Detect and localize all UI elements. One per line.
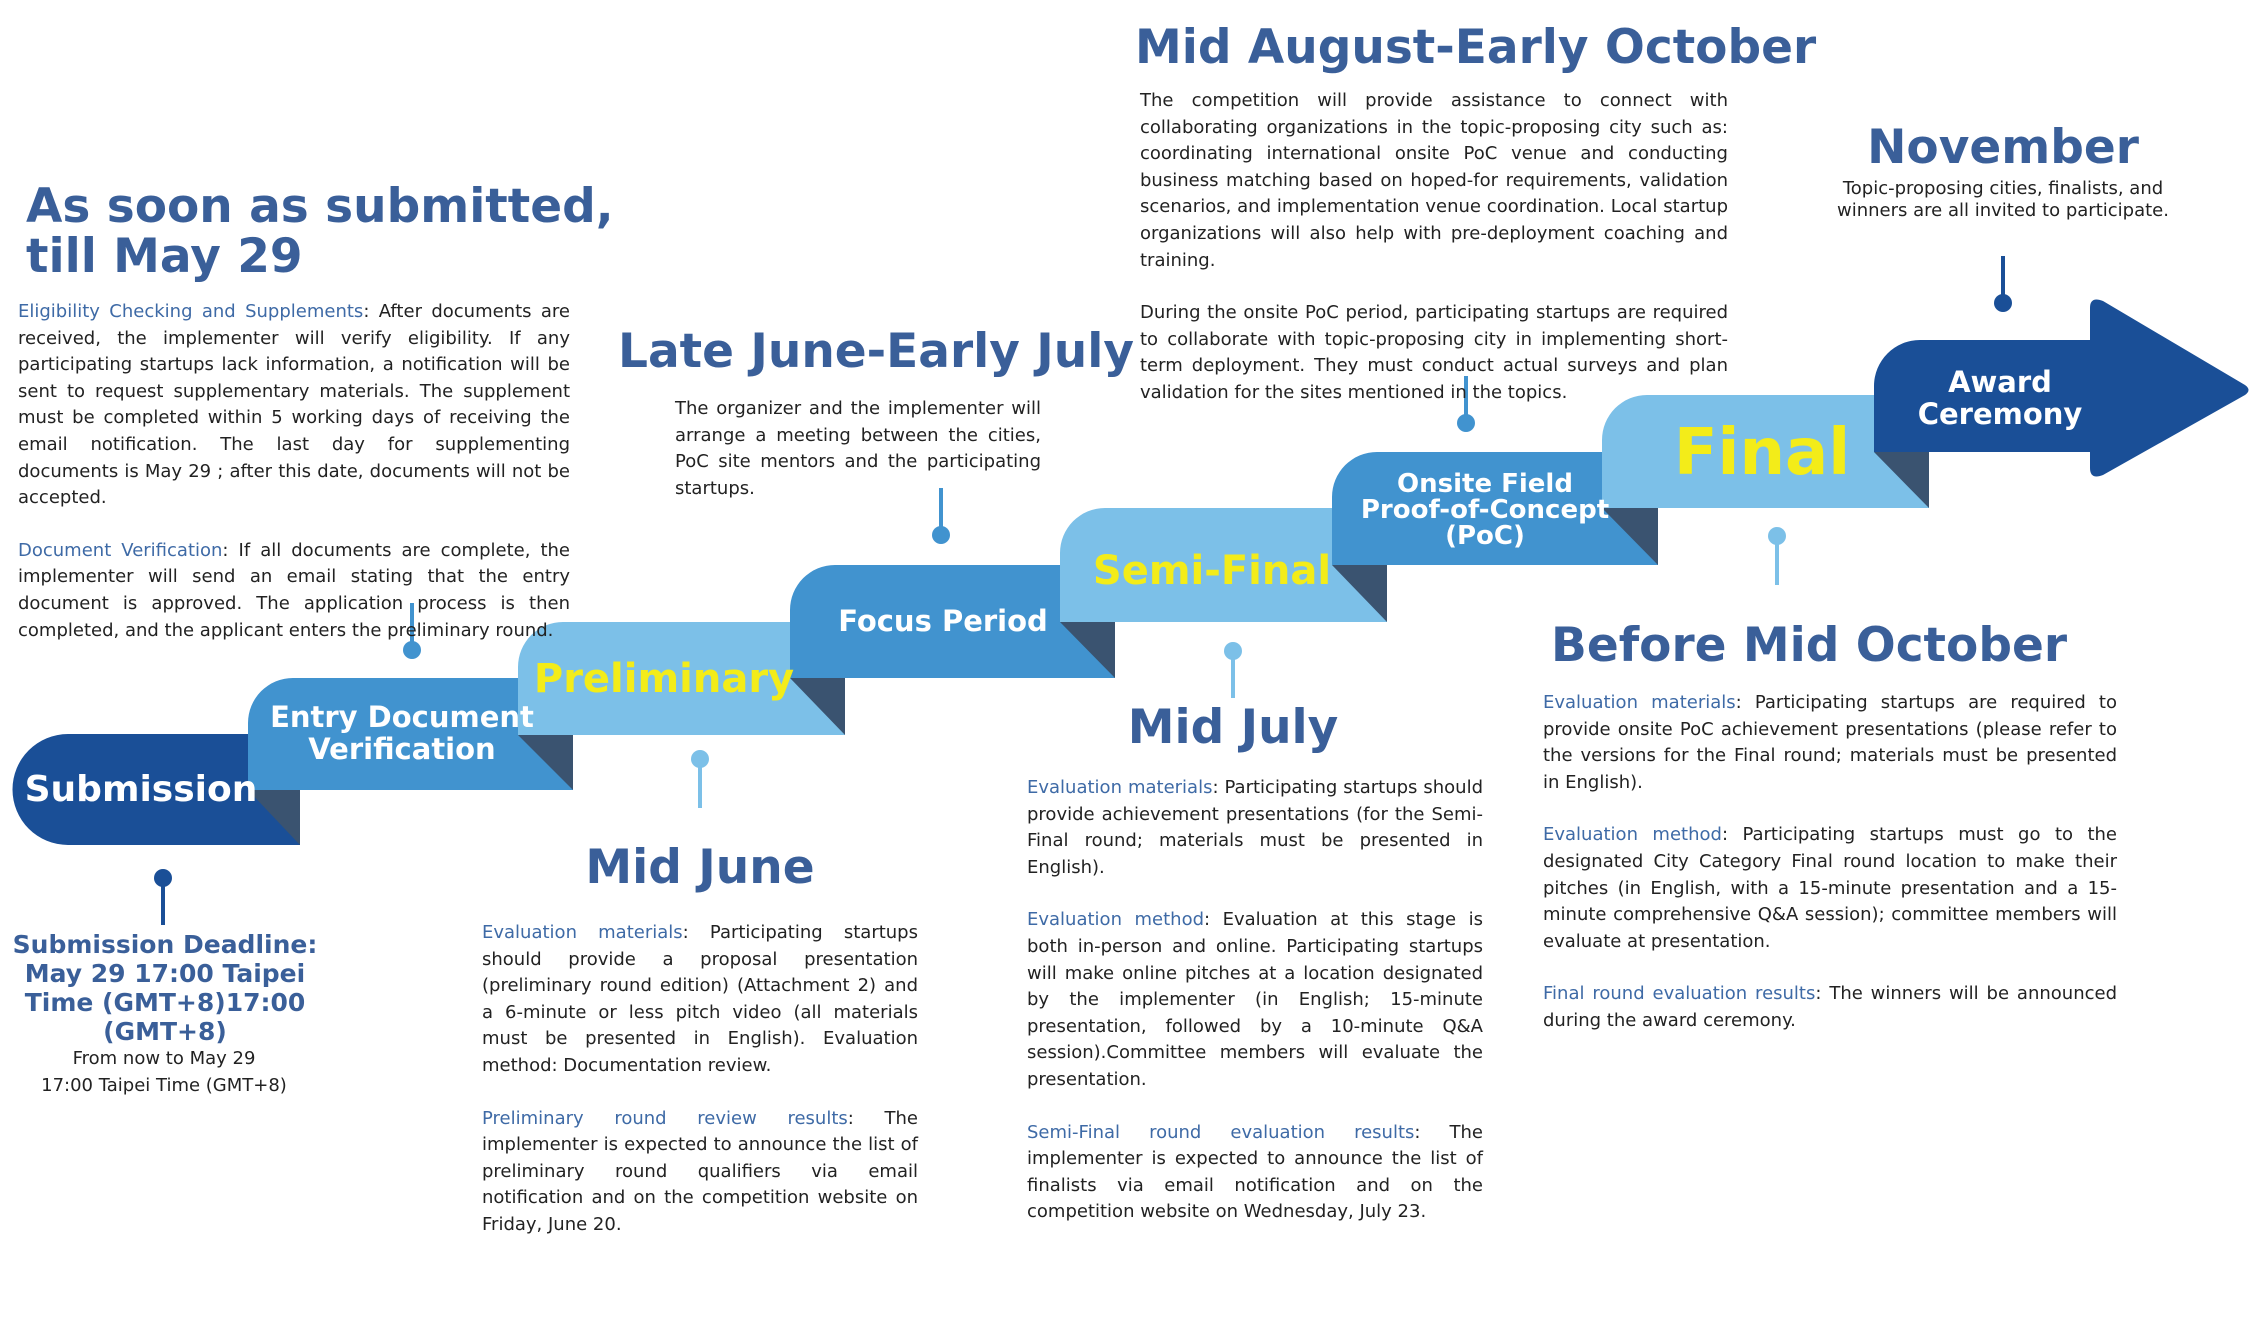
step-label-poc: Onsite Field Proof-of-Concept (PoC) [1360,469,1610,551]
semifinal-p2-key: Evaluation method [1027,909,1205,931]
semifinal-paragraph-1: Evaluation materials: Participating star… [1027,775,1483,881]
pin-poc [1457,376,1475,432]
step-label-verification: Entry Document Verification [270,700,534,766]
step-label-semifinal: Semi-Final [1092,548,1332,594]
verification-heading-line1: As soon as submitted, [26,179,614,234]
submission-note-line2: 17:00 Taipei Time (GMT+8) [41,1074,287,1096]
final-p3-text: : The winners will be announced during t… [1543,983,2118,1031]
step-band-focus [790,565,1115,678]
step-band-award-arrow [1874,299,2249,477]
step-band-verification [248,678,573,790]
step-band-preliminary [518,622,845,735]
preliminary-paragraph-1: Evaluation materials: Participating star… [482,920,918,1080]
verification-p1-text: : After documents are received, the impl… [18,301,570,509]
submission-note: From now to May 29 17:00 Taipei Time (GM… [20,1046,308,1099]
semifinal-p3-key: Semi-Final round evaluation results [1027,1121,1415,1143]
verification-p2-text: : If all documents are complete, the imp… [18,539,570,641]
step-band-final [1602,395,1929,508]
verification-heading: As soon as submitted, till May 29 [26,182,614,282]
step-band-poc [1332,452,1658,565]
semifinal-p1-key: Evaluation materials [1027,777,1213,798]
step-label-submission: Submission [24,769,258,811]
preliminary-heading: Mid June [585,840,815,895]
step-label-final: Final [1673,415,1851,490]
semifinal-heading: Mid July [1127,700,1339,755]
final-p2-key: Evaluation method [1543,824,1722,846]
pin-semifinal [1224,642,1242,698]
pin-focus [932,488,950,544]
preliminary-p1-text: : Participating startups should provide … [482,922,918,1076]
verification-p2-key: Document Verification [18,539,223,561]
award-text-line1: Topic-proposing cities, finalists, and [1842,178,2164,199]
step-label-preliminary: Preliminary [533,656,795,702]
semifinal-p2-text: : Evaluation at this stage is both in-pe… [1027,909,1483,1090]
final-p1-text: : Participating startups are required to… [1543,692,2117,793]
final-p3-key: Final round evaluation results [1543,983,1816,1005]
pin-submission [154,869,172,925]
poc-paragraph-1: The competition will provide assistance … [1140,90,1728,271]
step-band-semifinal [1060,508,1387,622]
semifinal-text: Evaluation materials: Participating star… [1027,775,1483,1226]
award-text: Topic-proposing cities, finalists, and w… [1826,178,2180,222]
final-text: Evaluation materials: Participating star… [1543,690,2117,1035]
poc-paragraph-2: During the onsite PoC period, participat… [1140,302,1728,403]
semifinal-paragraph-3: Semi-Final round evaluation results: The… [1027,1120,1483,1226]
pin-award [1994,256,2012,312]
focus-heading: Late June-Early July [618,324,1134,379]
step-band-submission [12,734,300,845]
poc-heading: Mid August-Early October [1135,20,1817,75]
focus-text: The organizer and the implementer will a… [675,398,1041,499]
semifinal-p3-text: : The implementer is expected to announc… [1027,1121,1483,1223]
verification-heading-line2: till May 29 [26,229,303,284]
verification-paragraph-2: Document Verification: If all documents … [18,538,570,644]
preliminary-p2-text: : The implementer is expected to announc… [482,1107,919,1235]
pin-preliminary [691,750,709,808]
semifinal-p1-text: : Participating startups should provide … [1027,777,1484,878]
verification-paragraph-1: Eligibility Checking and Supplements: Af… [18,299,570,512]
step-label-award: Award Ceremony [1917,365,2083,431]
preliminary-p2-key: Preliminary round review results [482,1107,848,1129]
final-heading: Before Mid October [1551,618,2068,673]
verification-p1-key: Eligibility Checking and Supplements [18,301,364,322]
award-heading: November [1867,120,2139,175]
final-paragraph-1: Evaluation materials: Participating star… [1543,690,2117,796]
final-p2-text: : Participating startups must go to the … [1543,824,2117,952]
pin-final [1768,527,1786,585]
preliminary-p1-key: Evaluation materials [482,922,683,943]
verification-text: Eligibility Checking and Supplements: Af… [18,299,570,644]
semifinal-paragraph-2: Evaluation method: Evaluation at this st… [1027,907,1483,1093]
poc-text: The competition will provide assistance … [1140,88,1728,407]
preliminary-paragraph-2: Preliminary round review results: The im… [482,1106,918,1239]
submission-deadline-title: Submission Deadline: May 29 17:00 Taipei… [12,930,318,1046]
final-paragraph-3: Final round evaluation results: The winn… [1543,981,2117,1034]
pin-verification [403,603,421,659]
submission-note-line1: From now to May 29 [72,1048,256,1069]
award-text-line2: winners are all invited to participate. [1837,200,2169,221]
step-label-focus: Focus Period [838,604,1048,639]
preliminary-text: Evaluation materials: Participating star… [482,920,918,1239]
final-p1-key: Evaluation materials [1543,692,1736,713]
final-paragraph-2: Evaluation method: Participating startup… [1543,822,2117,955]
